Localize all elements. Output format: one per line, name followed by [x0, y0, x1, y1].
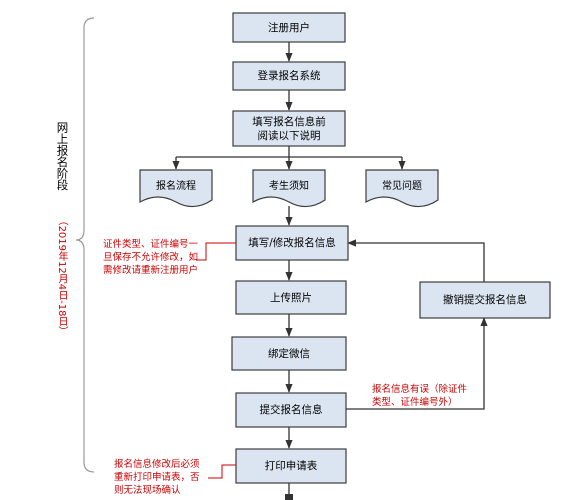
step-fill-label-line2: 阅读以下说明 [258, 129, 321, 142]
note-reprint-line3: 则无法现场确认 [114, 484, 181, 496]
step-wechat-label: 绑定微信 [268, 347, 310, 360]
step-fill-box [232, 110, 346, 147]
step-cancel-box [419, 281, 551, 319]
arrow-cancel-edit [347, 239, 485, 282]
doc-notice-shape [252, 169, 326, 208]
stage-date-range: （2019年12月4日-18日） [56, 216, 68, 337]
doc-faq-label: 常见问题 [382, 179, 422, 192]
step-login-box [232, 61, 346, 91]
stage-brace [75, 17, 95, 473]
step-fill-label-line1: 填写报名信息前 [252, 115, 326, 128]
note-info-error-line1: 报名信息有误（除证件 [372, 383, 468, 395]
doc-notice-label: 考生须知 [269, 179, 309, 192]
note-id-locked-line2: 旦保存不允许修改，如 [103, 251, 198, 263]
step-cancel-label: 撤销提交报名信息 [443, 293, 527, 306]
note-id-locked-line3: 需修改请重新注册用户 [103, 264, 198, 276]
note-info-error-line2: 类型、证件编号外） [372, 396, 458, 408]
note-reprint-line2: 重新打印申请表，否 [114, 471, 200, 483]
note-reprint-connector [208, 464, 236, 479]
doc-process-label: 报名流程 [156, 179, 196, 192]
step-register-label: 注册用户 [268, 21, 310, 34]
note-reprint-line1: 报名信息修改后必须 [114, 458, 200, 470]
step-submit-label: 提交报名信息 [260, 403, 323, 416]
step-print-box [235, 448, 347, 484]
step-login-label: 登录报名系统 [258, 69, 321, 82]
doc-faq-shape [365, 169, 439, 208]
arrow-submit-cancel [346, 317, 488, 410]
step-print-label: 打印申请表 [265, 459, 318, 472]
step-edit-box [235, 225, 349, 261]
step-submit-box [235, 392, 347, 428]
step-upload-label: 上传照片 [270, 291, 312, 304]
step-register-box [232, 12, 346, 43]
step-wechat-box [231, 336, 347, 371]
note-id-connector [196, 242, 236, 261]
step-edit-label: 填写/修改报名信息 [248, 236, 336, 249]
stage-title: 网上报名阶段 [56, 122, 70, 192]
step-upload-box [235, 280, 347, 315]
note-id-locked-line1: 证件类型、证件编号一 [103, 238, 199, 250]
doc-process-shape [139, 169, 213, 208]
